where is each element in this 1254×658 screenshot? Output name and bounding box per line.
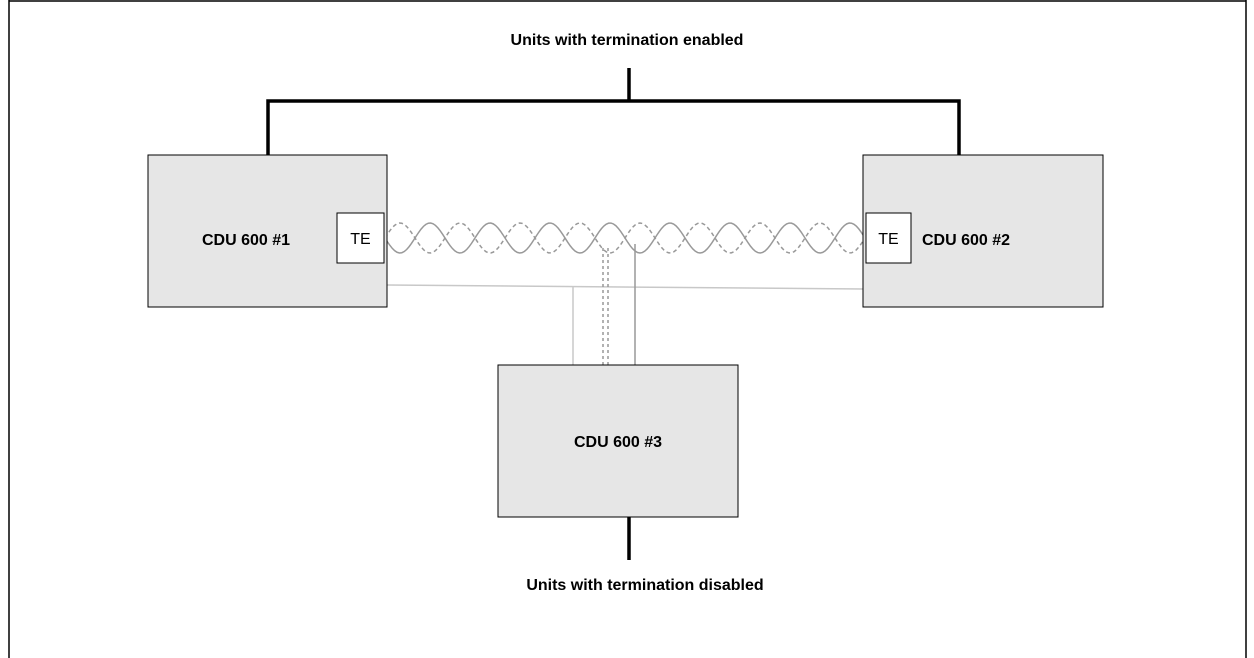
enabled-bracket xyxy=(266,68,961,155)
unit-3: CDU 600 #3 xyxy=(497,364,739,518)
unit-2-label: CDU 600 #2 xyxy=(922,232,1010,249)
unit-1-termination-label: TE xyxy=(350,231,370,248)
unit-1: CDU 600 #1 TE xyxy=(147,154,388,308)
caption-termination-disabled: Units with termination disabled xyxy=(526,577,763,594)
unit-1-termination-box xyxy=(336,212,385,264)
unit-3-label: CDU 600 #3 xyxy=(574,434,662,451)
unit-1-label: CDU 600 #1 xyxy=(202,232,290,249)
drop-cable-to-unit-3 xyxy=(572,244,636,365)
twisted-pair-dashed-wire xyxy=(384,222,867,254)
unit-2-termination-box xyxy=(865,212,912,264)
unit-2-termination-label: TE xyxy=(878,231,898,248)
unit-2: TE CDU 600 #2 xyxy=(862,154,1104,308)
caption-termination-enabled: Units with termination enabled xyxy=(511,32,744,49)
unit-3-box xyxy=(497,364,739,518)
shield-line xyxy=(386,284,864,290)
twisted-pair-solid-wire xyxy=(384,222,867,254)
